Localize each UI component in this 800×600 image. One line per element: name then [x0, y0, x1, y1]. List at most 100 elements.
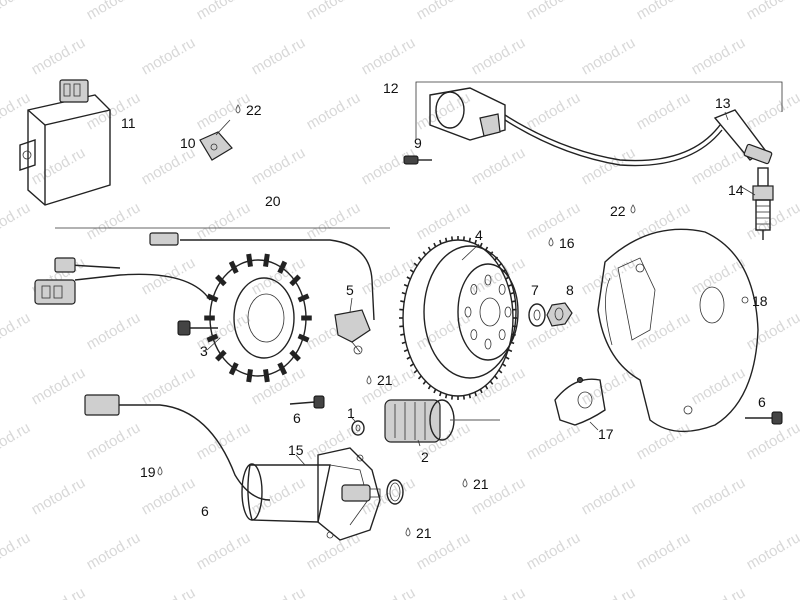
watermark-text: motod.ru — [194, 529, 254, 573]
stator-tooth — [277, 260, 288, 274]
watermark-text: motod.ru — [0, 199, 33, 243]
small-washer — [351, 420, 365, 436]
starter-drive — [384, 399, 500, 443]
flywheel-tooth — [489, 380, 494, 385]
flywheel-tooth — [505, 356, 510, 360]
flywheel-cover — [597, 228, 759, 433]
flywheel-tooth — [413, 369, 418, 374]
callout-6-right: 6 — [758, 394, 766, 410]
lube-marker-19 — [157, 466, 163, 476]
flywheel-tooth — [401, 341, 406, 345]
starter-cable — [84, 394, 271, 501]
watermark-text: motod.ru — [84, 0, 144, 23]
flywheel-tooth — [413, 262, 418, 267]
flywheel-tooth — [417, 256, 422, 261]
watermark-text: motod.ru — [469, 144, 529, 188]
stator-tooth — [206, 333, 219, 343]
lube-marker-21-c — [405, 527, 411, 537]
callout-17: 17 — [598, 426, 614, 442]
watermark-text: motod.ru — [304, 419, 364, 463]
watermark-text: motod.ru — [29, 144, 89, 188]
watermark-text: motod.ru — [249, 144, 309, 188]
callout-10: 10 — [180, 135, 196, 151]
starter-motor — [241, 447, 381, 541]
callout-22-b: 22 — [610, 203, 626, 219]
watermark-text: motod.ru — [524, 529, 584, 573]
watermark-text: motod.ru — [0, 419, 33, 463]
watermark-text: motod.ru — [744, 529, 800, 573]
flywheel-tooth — [400, 300, 405, 303]
callout-7: 7 — [531, 282, 539, 298]
flywheel-tooth — [400, 333, 405, 336]
washer — [528, 303, 546, 327]
watermark-text: motod.ru — [139, 474, 199, 518]
callout-21-a: 21 — [377, 372, 393, 388]
ignition-coil — [429, 87, 723, 167]
flywheel-tooth — [433, 242, 437, 248]
stator-tooth — [289, 349, 301, 362]
flywheel-tooth — [406, 276, 411, 280]
flywheel-tooth — [502, 363, 507, 367]
callout-6-middle: 6 — [293, 410, 301, 426]
stator-tooth — [206, 293, 219, 303]
watermark-text: motod.ru — [579, 364, 639, 408]
flywheel-tooth — [427, 246, 432, 251]
flywheel-tooth — [510, 291, 515, 295]
flywheel-hole — [504, 306, 512, 318]
flywheel-tooth — [444, 394, 448, 399]
watermark-text: motod.ru — [84, 309, 144, 353]
flywheel-tooth — [498, 262, 503, 267]
lube-marker-22-b — [630, 204, 636, 214]
ignition-bracket — [415, 81, 783, 140]
watermark-text: motod.ru — [139, 364, 199, 408]
stator-tooth — [277, 362, 288, 376]
watermark-text: motod.ru — [579, 474, 639, 518]
lube-marker-22-a — [235, 104, 241, 114]
flywheel-hole — [464, 306, 472, 318]
flywheel-tooth — [406, 356, 411, 360]
stator-tooth — [215, 349, 227, 362]
callout-9: 9 — [414, 135, 422, 151]
callout-12: 12 — [383, 80, 399, 96]
callout-16: 16 — [559, 235, 575, 251]
watermark-text: motod.ru — [139, 34, 199, 78]
flywheel-tooth — [422, 251, 427, 256]
flywheel-tooth — [498, 369, 503, 374]
watermark-text: motod.ru — [194, 419, 254, 463]
watermark-text: motod.ru — [304, 0, 364, 23]
watermark-text: motod.ru — [414, 0, 474, 23]
callout-14: 14 — [728, 182, 744, 198]
flywheel-hole — [470, 283, 478, 295]
flywheel-hole — [498, 329, 506, 341]
watermark-text: motod.ru — [249, 584, 309, 600]
watermark-text: motod.ru — [634, 309, 694, 353]
watermark-text: motod.ru — [359, 34, 419, 78]
o-ring — [386, 479, 404, 505]
callout-19: 19 — [140, 464, 156, 480]
watermark-text: motod.ru — [304, 89, 364, 133]
stator-tooth — [263, 369, 270, 383]
flywheel-tooth — [502, 269, 507, 273]
watermark-text: motod.ru — [0, 309, 33, 353]
watermark-text: motod.ru — [84, 529, 144, 573]
callout-21-b: 21 — [473, 476, 489, 492]
watermark-text: motod.ru — [689, 34, 749, 78]
watermark-text: motod.ru — [84, 199, 144, 243]
flywheel-tooth — [433, 388, 437, 394]
watermark-text: motod.ru — [579, 254, 639, 298]
callout-22-a: 22 — [246, 102, 262, 118]
watermark-text: motod.ru — [304, 199, 364, 243]
flywheel-tooth — [507, 348, 513, 353]
callout-2: 2 — [421, 449, 429, 465]
callout-1: 1 — [347, 405, 355, 421]
flywheel-tooth — [494, 375, 499, 380]
bolt-6-right — [745, 411, 783, 425]
stator-tooth — [246, 253, 253, 267]
watermark-text: motod.ru — [249, 34, 309, 78]
watermark-text: motod.ru — [469, 584, 529, 600]
callout-6-lower: 6 — [201, 503, 209, 519]
spark-plug-cap — [713, 109, 773, 165]
stator-tooth — [215, 274, 227, 287]
flywheel-tooth — [468, 237, 472, 242]
